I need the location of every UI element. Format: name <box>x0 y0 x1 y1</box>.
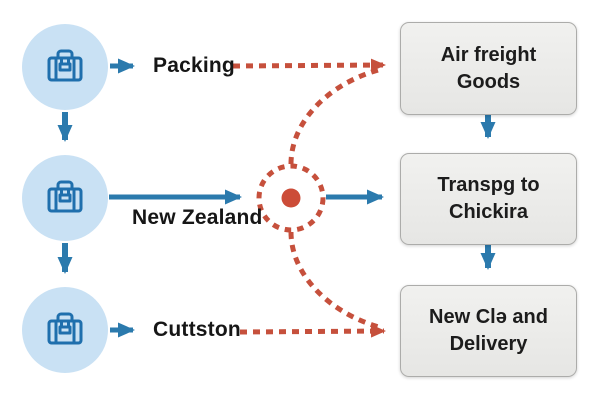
dashed-hub-bottom-curve <box>288 231 383 331</box>
source-circle-cuttston <box>22 287 108 373</box>
label-cuttston: Cuttston <box>153 318 241 341</box>
stage-box-label: Air freight Goods <box>440 43 537 93</box>
briefcase-icon <box>47 49 83 82</box>
stage-box-label: New Clə and Delivery <box>429 306 548 355</box>
stage-box-delivery: New Clə and Delivery <box>400 285 577 377</box>
stage-box-transport: Transpg to Chickira <box>400 153 577 245</box>
dashed-cuttston-to-box3 <box>239 324 386 338</box>
hub-dot-icon <box>281 188 301 208</box>
source-circle-newzealand <box>22 155 108 241</box>
label-new-zealand: New Zealand <box>132 206 263 229</box>
briefcase-icon <box>47 312 83 345</box>
label-packing: Packing <box>153 54 235 77</box>
dashed-packing-to-box1 <box>232 58 386 72</box>
briefcase-icon <box>47 180 83 213</box>
stage-box-air-freight: Air freight Goods <box>400 22 577 115</box>
stage-box-label: Transpg to Chickira <box>437 174 540 223</box>
dashed-hub-top-curve <box>288 66 383 165</box>
source-circle-packing <box>22 24 108 110</box>
